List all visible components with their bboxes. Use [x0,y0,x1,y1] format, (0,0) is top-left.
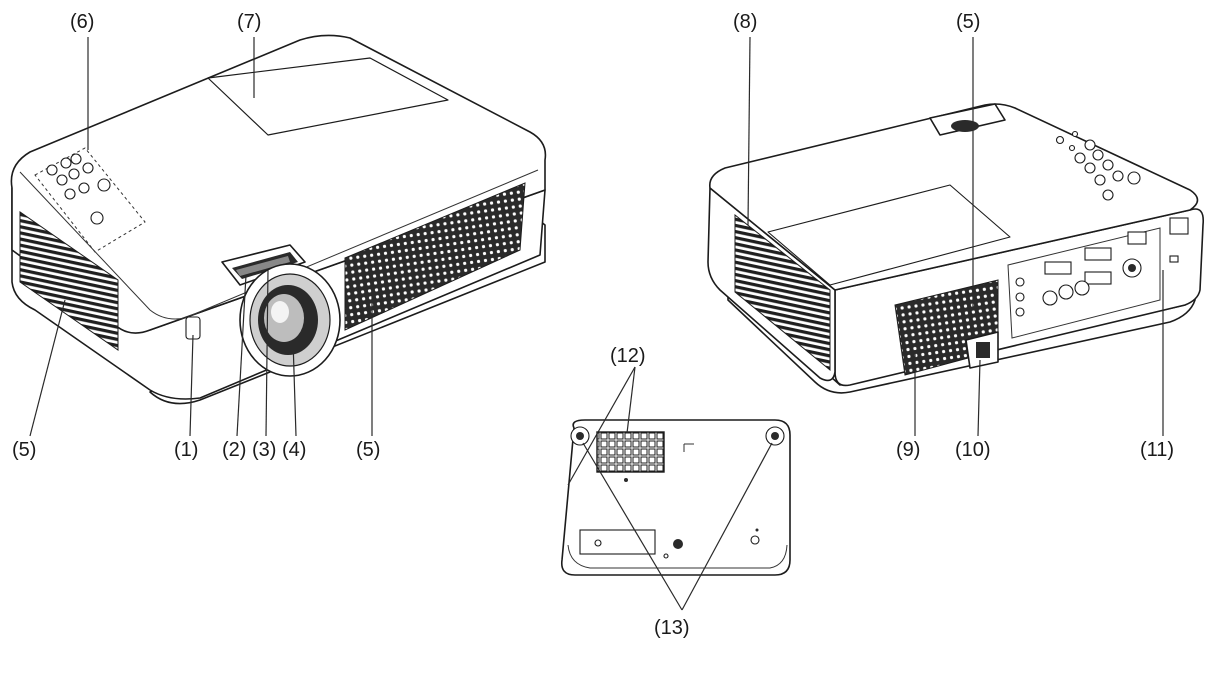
callout-5-front-right: (5) [356,439,380,461]
right-vent [344,182,526,331]
callout-11: (11) [1140,439,1174,461]
filter-cover [596,431,665,473]
bottom-leader-lines [567,366,773,611]
bottom-view-projector [560,419,791,576]
callout-12: (12) [610,345,646,367]
terminal-panel [1007,217,1189,339]
callout-3: (3) [252,439,276,461]
callout-6: (6) [70,11,94,33]
rear-control-buttons [1055,130,1141,201]
callout-10: (10) [955,439,991,461]
front-view-projector [10,34,547,405]
callout-labels: (6) (7) (5) (1) (2) (3) (4) (5) (8) (5) … [12,11,1174,639]
rear-view-projector [707,103,1205,394]
callout-8: (8) [733,11,757,33]
side-vent [734,213,831,372]
rear-leader-lines [747,36,1164,437]
lens [239,263,341,377]
callout-1: (1) [174,439,198,461]
control-panel [34,147,146,253]
left-vent [19,211,119,351]
callout-4: (4) [282,439,306,461]
callout-7: (7) [237,11,261,33]
callout-13: (13) [654,617,690,639]
front-leader-lines [29,37,373,437]
callout-5-rear: (5) [956,11,980,33]
callout-9: (9) [896,439,920,461]
callout-5-front-left: (5) [12,439,36,461]
callout-2: (2) [222,439,246,461]
